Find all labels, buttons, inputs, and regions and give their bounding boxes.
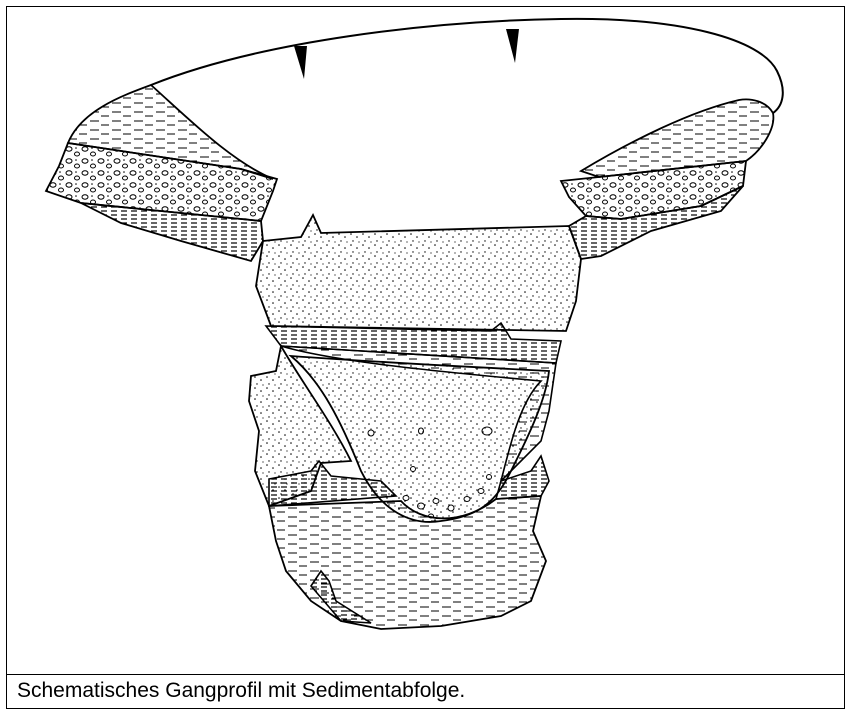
figure-caption: Schematisches Gangprofil mit Sedimentabf… — [17, 679, 465, 703]
stalactite-right — [506, 29, 519, 63]
cave-profile-drawing — [7, 7, 844, 674]
shaft-lower — [269, 496, 546, 629]
figure-table: Schematisches Gangprofil mit Sedimentabf… — [6, 6, 845, 709]
shaft-sand-upper — [256, 215, 581, 331]
figure-cell — [7, 7, 844, 675]
cave-ceiling — [151, 19, 783, 113]
caption-cell: Schematisches Gangprofil mit Sedimentabf… — [7, 675, 844, 708]
stalactite-left — [294, 46, 307, 79]
